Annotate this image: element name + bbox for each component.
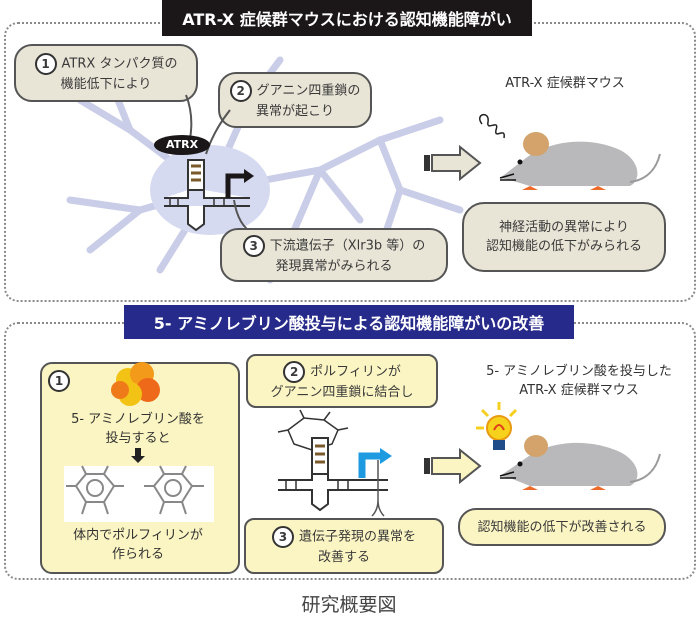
- bottom-step3-line2: 改善する: [317, 549, 370, 565]
- mouse-feet: [522, 486, 606, 490]
- bottom-step3-pointer: [371, 460, 385, 517]
- bottom-step2-number: 2: [283, 360, 306, 383]
- top-result-bubble: 神経活動の異常により 認知機能の低下がみられる: [462, 202, 666, 272]
- porphyrin-bound-dna: [277, 409, 392, 512]
- treated-mouse-illustration: [499, 435, 661, 490]
- block-arrow-right: [424, 144, 482, 182]
- lightbulb-rays: [476, 402, 518, 430]
- step2-pointer: [205, 109, 231, 155]
- porphyrin-structures: [64, 465, 214, 522]
- step2-number: 2: [229, 79, 252, 102]
- neuron-soma: [150, 145, 270, 235]
- top-result-line1: 神経活動の異常により: [499, 220, 629, 235]
- top-result-line2: 認知機能の低下がみられる: [485, 239, 642, 254]
- dna-rungs: [169, 198, 225, 206]
- quadruplex-rungs: [191, 164, 201, 182]
- mouse-tail: [629, 153, 661, 183]
- top-section-title: ATR-X 症候群マウスにおける認知機能障がい: [162, 0, 532, 36]
- step3-number: 3: [242, 234, 265, 257]
- step1-number: 1: [34, 52, 57, 75]
- confusion-scribble-icon: [479, 113, 505, 139]
- atrx-protein: ATRX: [154, 135, 210, 155]
- transcription-arrowhead: [244, 169, 254, 183]
- down-arrow-icon: [131, 448, 145, 463]
- atrx-mouse-label: ATR-X 症候群マウス: [505, 76, 625, 91]
- mouse-whiskers: [499, 173, 516, 181]
- bottom-step1-text-b: 体内でポルフィリンが 作られる: [73, 528, 203, 562]
- ala-molecule-icon: [111, 362, 160, 406]
- step1-line2: 機能低下により: [60, 76, 152, 92]
- step3-line2: 発現異常がみられる: [275, 258, 393, 274]
- dna-rungs-bottom: [285, 480, 349, 490]
- mouse-ear: [523, 132, 549, 156]
- mouse-eye: [517, 461, 523, 467]
- blue-transcription-arrow: [358, 452, 380, 478]
- transcription-arrow: [225, 173, 244, 198]
- g-quadruplex-dna: [164, 159, 254, 232]
- bound-porphyrin: [277, 409, 349, 451]
- step2-line2: 異常が起こり: [255, 103, 334, 119]
- blue-arrowhead: [380, 448, 392, 464]
- bottom-section-title: 5- アミノレブリン酸投与による認知機能障がいの改善: [124, 305, 574, 339]
- bottom-step3-number: 3: [271, 525, 294, 548]
- lightbulb-icon: [476, 402, 518, 450]
- treated-mouse-label: 5- アミノレブリン酸を投与した ATR-X 症候群マウス: [486, 364, 672, 398]
- block-arrow-right-bottom: [424, 447, 482, 485]
- bottom-step1-text-a: 5- アミノレブリン酸を 投与すると: [71, 412, 205, 446]
- mouse-ear: [524, 435, 548, 457]
- mouse-tail: [629, 453, 661, 483]
- mouse-eye: [517, 159, 523, 165]
- figure-caption: 研究概要図: [301, 594, 397, 616]
- atrx-mouse-illustration: [479, 113, 661, 190]
- quadruplex-rungs-bottom: [315, 444, 325, 464]
- bottom-result-bubble: 認知機能の低下が改善される: [458, 508, 666, 546]
- mouse-feet: [522, 186, 606, 190]
- bottom-step1-number: 1: [48, 370, 70, 392]
- bottom-step2-line2: グアニン四重鎖に結合し: [270, 384, 414, 400]
- mouse-whiskers: [499, 471, 516, 479]
